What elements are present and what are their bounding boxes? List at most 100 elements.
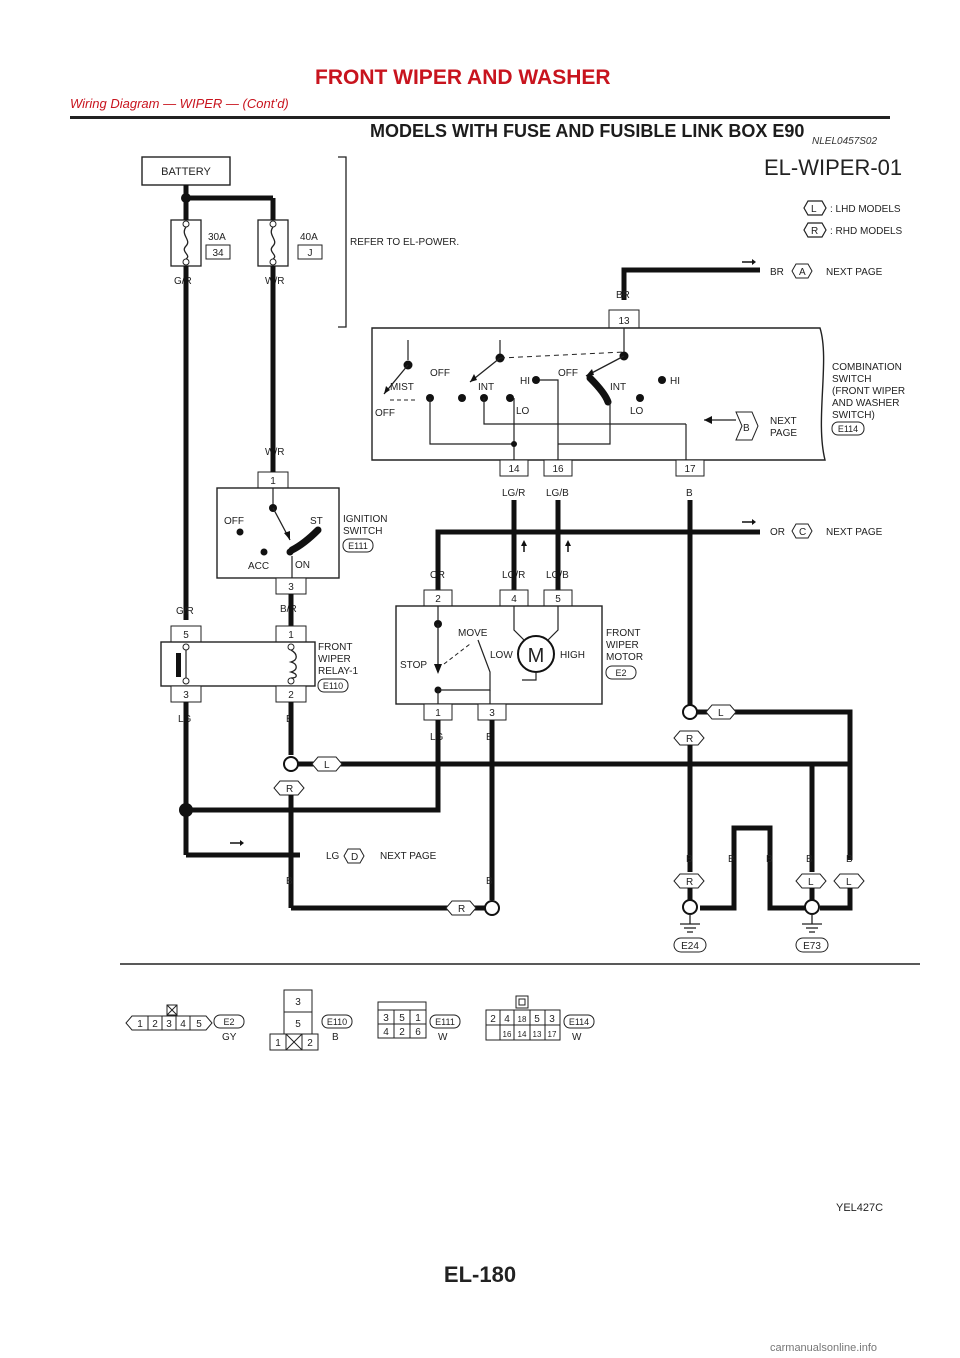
svg-text:W: W <box>572 1032 582 1043</box>
svg-text:3: 3 <box>288 582 294 593</box>
tag-l-3: L <box>795 873 827 889</box>
svg-text:C: C <box>799 527 806 538</box>
svg-text:5: 5 <box>399 1013 405 1024</box>
svg-text:E110: E110 <box>327 1017 347 1027</box>
svg-text:L: L <box>808 877 814 888</box>
page-subtitle: Wiring Diagram — WIPER — (Cont’d) <box>70 96 289 111</box>
front-wiper-motor: 2 4 5 MOVE STOP LOW HIGH M 1 3 FRONT WIP… <box>395 589 643 721</box>
svg-text:NEXT PAGE: NEXT PAGE <box>826 267 883 278</box>
svg-text:NEXT PAGE: NEXT PAGE <box>380 851 437 862</box>
connector-e2: 1 2 3 4 5 E2 GY <box>125 1004 245 1043</box>
tag-r-1: R <box>273 780 305 796</box>
offpage-tag-a: A <box>791 263 813 279</box>
svg-text:LO: LO <box>516 406 530 417</box>
svg-text:STOP: STOP <box>400 660 427 671</box>
diagram-id: EL-WIPER-01 <box>764 155 902 180</box>
svg-text:E2: E2 <box>223 1017 234 1027</box>
svg-text:E2: E2 <box>615 668 626 678</box>
svg-text:SWITCH: SWITCH <box>343 526 382 537</box>
svg-text:13: 13 <box>618 316 630 327</box>
svg-text:6: 6 <box>415 1027 421 1038</box>
svg-text:E73: E73 <box>803 941 821 952</box>
svg-text:3: 3 <box>183 690 189 701</box>
svg-text:R: R <box>458 904 465 915</box>
svg-text:B: B <box>332 1032 339 1043</box>
svg-text:RELAY-1: RELAY-1 <box>318 666 358 677</box>
svg-text:W: W <box>438 1032 448 1043</box>
svg-text:34: 34 <box>212 248 224 259</box>
tag-r-2: R <box>445 900 477 916</box>
svg-text:LO: LO <box>630 406 644 417</box>
fuse-40a: 40A J <box>257 219 323 267</box>
svg-text:2: 2 <box>435 594 441 605</box>
svg-text:SWITCH: SWITCH <box>832 374 871 385</box>
svg-text:B: B <box>806 854 813 865</box>
svg-text:18: 18 <box>518 1015 527 1024</box>
svg-text:OR: OR <box>770 527 785 538</box>
svg-text:AND WASHER: AND WASHER <box>832 398 899 409</box>
tag-l-2: L <box>705 704 737 720</box>
section-title: MODELS WITH FUSE AND FUSIBLE LINK BOX E9… <box>370 121 805 141</box>
svg-text:3: 3 <box>383 1013 389 1024</box>
svg-text:B/R: B/R <box>280 604 297 615</box>
legend-lhd: L : LHD MODELS <box>803 200 901 216</box>
offpage-tag-b: B <box>735 411 759 441</box>
svg-text:5: 5 <box>183 630 189 641</box>
svg-text:HI: HI <box>670 376 680 387</box>
svg-text:SWITCH): SWITCH) <box>832 410 875 421</box>
svg-text:17: 17 <box>684 464 696 475</box>
svg-text:E111: E111 <box>435 1017 455 1027</box>
combination-switch: 13 OFF MIST OFF INT HI LO OFF INT HI <box>371 309 905 477</box>
svg-text:L: L <box>846 877 852 888</box>
svg-text:E111: E111 <box>348 541 368 551</box>
svg-text:J: J <box>308 248 313 259</box>
svg-text:MOVE: MOVE <box>458 628 488 639</box>
svg-text:5: 5 <box>555 594 561 605</box>
svg-text:L: L <box>324 760 330 771</box>
svg-text:B: B <box>766 854 773 865</box>
svg-text:E114: E114 <box>569 1017 589 1027</box>
svg-text:HI: HI <box>520 376 530 387</box>
svg-text:R: R <box>286 784 293 795</box>
svg-text:OFF: OFF <box>430 368 450 379</box>
svg-text:14: 14 <box>508 464 520 475</box>
svg-text:17: 17 <box>548 1030 557 1039</box>
ground-e73: E73 <box>795 899 829 953</box>
svg-text:R: R <box>686 877 693 888</box>
svg-text:4: 4 <box>504 1014 510 1025</box>
svg-text:16: 16 <box>503 1030 512 1039</box>
tag-r-4: R <box>673 873 705 889</box>
svg-text:FRONT: FRONT <box>606 628 640 639</box>
fuse-30a: 30A 34 <box>170 219 231 267</box>
svg-text:B: B <box>686 488 693 499</box>
svg-text:G/R: G/R <box>174 276 192 287</box>
svg-text:1: 1 <box>275 1038 281 1049</box>
svg-text:1: 1 <box>137 1019 143 1030</box>
svg-text:OFF: OFF <box>224 516 244 527</box>
svg-text:5: 5 <box>534 1014 540 1025</box>
svg-text:ACC: ACC <box>248 561 269 572</box>
tag-l-4: L <box>833 873 865 889</box>
ground-e24: E24 <box>673 899 707 953</box>
svg-text:: LHD MODELS: : LHD MODELS <box>830 204 901 215</box>
svg-text:4: 4 <box>511 594 517 605</box>
svg-text:E114: E114 <box>838 424 858 434</box>
tag-l-1: L <box>311 756 343 772</box>
svg-text:3: 3 <box>489 708 495 719</box>
svg-text:4: 4 <box>383 1027 389 1038</box>
svg-text:BATTERY: BATTERY <box>161 166 211 178</box>
svg-text:G/R: G/R <box>176 606 194 617</box>
svg-text:BR: BR <box>770 267 784 278</box>
refer-to-el-power: REFER TO EL-POWER. <box>338 156 459 328</box>
connector-e111: 3 5 1 4 2 6 E111 W <box>377 1001 461 1043</box>
svg-text:B: B <box>686 854 693 865</box>
svg-text:LG: LG <box>326 851 340 862</box>
svg-text:NEXT PAGE: NEXT PAGE <box>826 527 883 538</box>
svg-text:R: R <box>811 226 818 237</box>
watermark: carmanualsonline.info <box>770 1342 878 1354</box>
svg-text:LG/B: LG/B <box>546 488 569 499</box>
svg-text:IGNITION: IGNITION <box>343 514 387 525</box>
svg-text:OFF: OFF <box>375 408 395 419</box>
svg-text:GY: GY <box>222 1032 237 1043</box>
